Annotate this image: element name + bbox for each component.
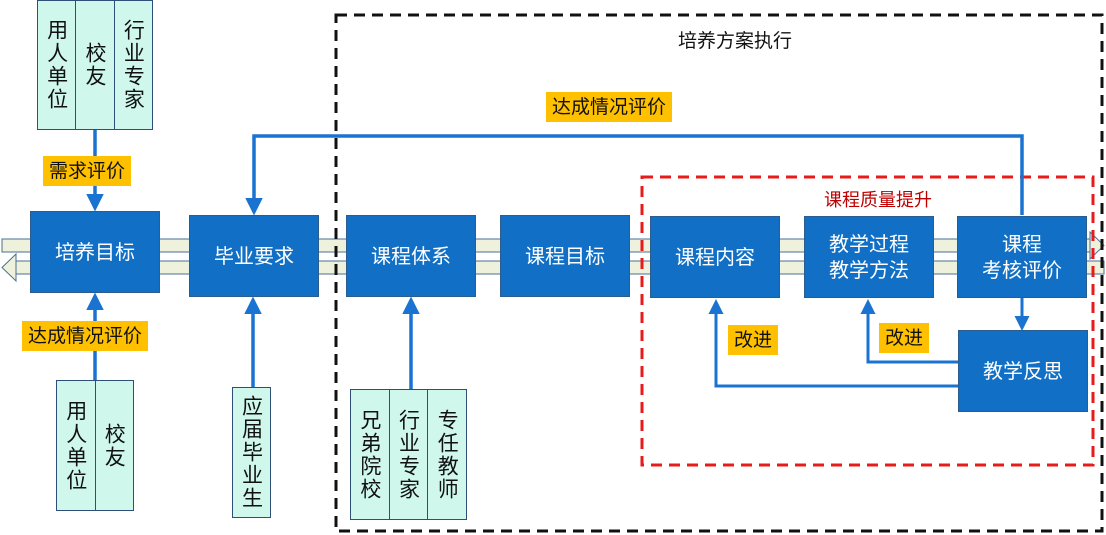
- stakeholder-alumni: 校友: [94, 381, 134, 510]
- quality-frame: [640, 175, 1095, 467]
- execution-frame-title: 培养方案执行: [678, 30, 793, 52]
- box-label: 毕业要求: [214, 244, 294, 268]
- quality-frame-title: 课程质量提升: [824, 190, 932, 211]
- tag-achievement-evaluation-left: 达成情况评价: [22, 321, 149, 351]
- box-training-goal[interactable]: 培养目标: [30, 211, 160, 293]
- stakeholders-bottom-left: 用人单位 校友: [56, 380, 134, 511]
- stakeholder-fresh-graduates: 应届毕业生: [239, 395, 264, 510]
- execution-frame: [334, 13, 1104, 533]
- box-course-content[interactable]: 课程内容: [650, 216, 780, 298]
- stakeholders-course-system: 兄弟院校 行业专家 专任教师: [350, 389, 467, 520]
- stakeholders-top-left: 用人单位 校友 行业专家: [37, 0, 153, 130]
- stakeholder-alumni: 校友: [75, 1, 113, 129]
- box-label: 教学过程 教学方法: [829, 232, 909, 282]
- box-label: 课程体系: [371, 244, 451, 268]
- box-graduation-requirements[interactable]: 毕业要求: [189, 215, 319, 297]
- box-label: 教学反思: [983, 359, 1063, 383]
- tag-achievement-evaluation-top: 达成情况评价: [546, 92, 673, 122]
- stakeholders-graduates: 应届毕业生: [232, 387, 271, 518]
- box-course-system[interactable]: 课程体系: [346, 215, 476, 297]
- box-label: 培养目标: [55, 240, 135, 264]
- box-label: 课程 考核评价: [982, 232, 1062, 282]
- stakeholder-full-time-teachers: 专任教师: [427, 390, 466, 519]
- box-teaching-reflection[interactable]: 教学反思: [958, 330, 1088, 412]
- stakeholder-employers: 用人单位: [44, 19, 69, 111]
- box-course-objectives[interactable]: 课程目标: [500, 215, 630, 297]
- tag-demand-evaluation: 需求评价: [43, 156, 132, 186]
- stakeholder-peer-institutions: 兄弟院校: [357, 408, 382, 501]
- box-label: 课程目标: [525, 244, 605, 268]
- tag-improve-process: 改进: [879, 323, 930, 353]
- stakeholder-employers: 用人单位: [63, 399, 88, 492]
- box-course-assessment[interactable]: 课程 考核评价: [957, 216, 1087, 298]
- stakeholder-industry-experts: 行业专家: [388, 390, 428, 519]
- tag-improve-content: 改进: [728, 325, 779, 355]
- box-teaching-process[interactable]: 教学过程 教学方法: [804, 216, 934, 298]
- stakeholder-industry-experts: 行业专家: [113, 1, 152, 129]
- box-label: 课程内容: [675, 245, 755, 269]
